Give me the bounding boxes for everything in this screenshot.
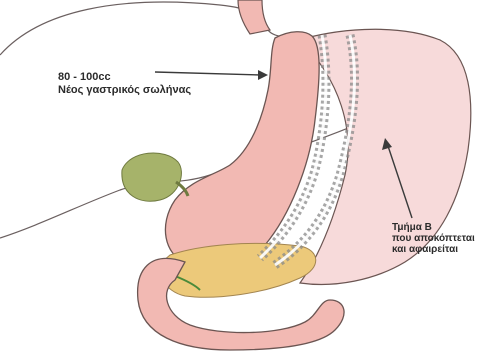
volume-label: 80 - 100cc Νέος γαστρικός σωλήνας (58, 71, 191, 97)
removed-part-label: Τμήμα Β που αποκόπτεται και αφαιρείται (392, 222, 475, 255)
sleeve-tube (165, 32, 319, 267)
volume-label-line1: 80 - 100cc (58, 71, 191, 84)
removed-label-line3: και αφαιρείται (392, 244, 475, 255)
gallbladder (122, 153, 182, 201)
removed-label-line2: που αποκόπτεται (392, 233, 475, 244)
esophagus (238, 0, 270, 34)
removed-label-line1: Τμήμα Β (392, 222, 475, 233)
pointer-arrowhead-left (258, 70, 268, 80)
volume-label-line2: Νέος γαστρικός σωλήνας (58, 84, 191, 97)
